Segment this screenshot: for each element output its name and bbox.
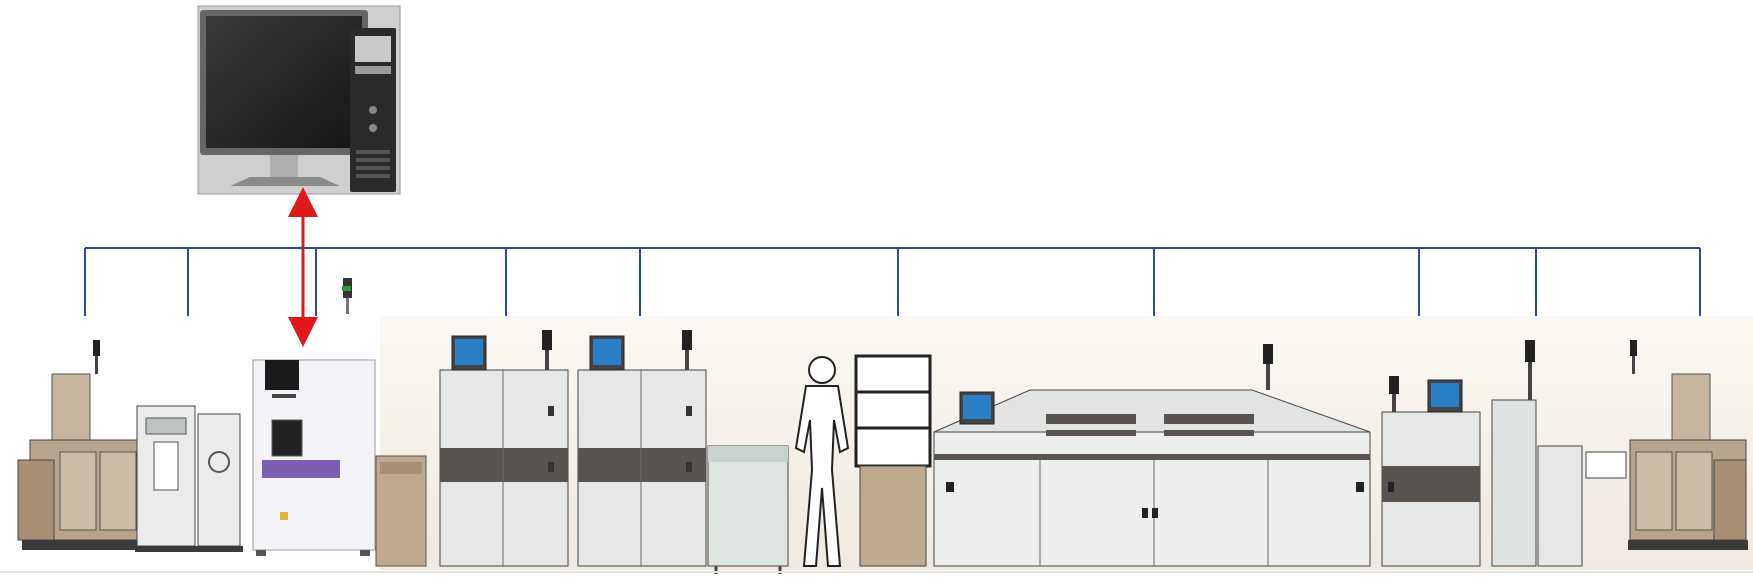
buffer (854, 354, 932, 567)
spi-inspection (252, 278, 376, 556)
network-bus (84, 247, 1701, 316)
screen-printer (135, 405, 243, 552)
conveyor (707, 445, 789, 574)
placement-1 (375, 330, 569, 567)
monitor-icon (200, 10, 368, 186)
aoi-post (1381, 376, 1481, 567)
tower-icon (350, 28, 396, 192)
placement-2 (577, 330, 707, 567)
transfer (1491, 340, 1627, 567)
reflow-oven (933, 344, 1371, 567)
loader (17, 340, 143, 550)
operator (794, 356, 850, 567)
workstation-pc (197, 5, 401, 195)
unloader (1628, 340, 1748, 550)
